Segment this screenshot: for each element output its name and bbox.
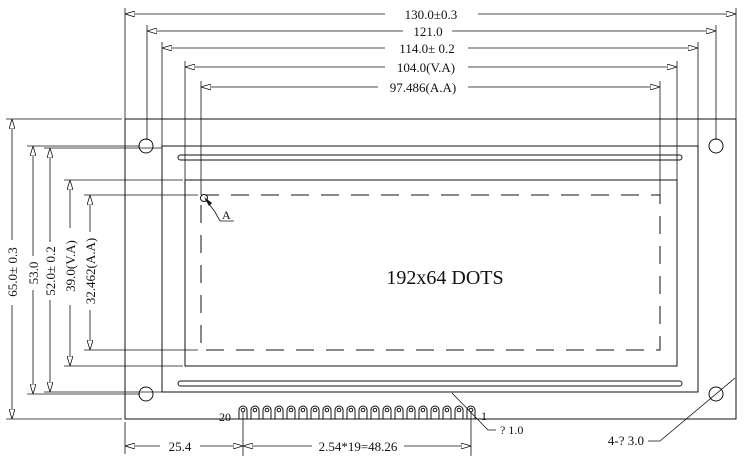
dim-label-53: 53.0 bbox=[26, 262, 41, 285]
dimension-pin-offset: 25.4 bbox=[124, 412, 472, 456]
mounting-hole-note: 4-? 3.0 bbox=[608, 433, 644, 448]
pin bbox=[274, 405, 284, 419]
mounting-holes bbox=[138, 138, 724, 402]
pin bbox=[454, 405, 464, 419]
dimension-view-area-width: 104.0(V.A) bbox=[185, 60, 677, 75]
pin bbox=[466, 405, 476, 419]
dimension-view-area-height: 39.0(V.A) bbox=[63, 180, 78, 366]
dimension-bezel-height: 52.0± 0.2 bbox=[43, 148, 58, 392]
pin bbox=[442, 405, 452, 419]
dimension-hole-pitch-y: 53.0 bbox=[26, 146, 41, 394]
dimension-pin-span: 2.54*19=48.26 bbox=[243, 439, 471, 454]
mounting-hole-top-left bbox=[138, 138, 154, 154]
extension-lines-left bbox=[6, 118, 198, 420]
pin bbox=[262, 405, 272, 419]
mounting-hole-bottom-left bbox=[138, 386, 154, 402]
pin-header bbox=[238, 405, 476, 419]
dimension-bezel-width: 114.0± 0.2 bbox=[162, 41, 698, 56]
pin bbox=[370, 405, 380, 419]
pin bbox=[358, 405, 368, 419]
dim-label-52: 52.0± 0.2 bbox=[43, 246, 58, 295]
pin-hole-leader: ? 1.0 bbox=[451, 392, 523, 437]
pin-hole-note: ? 1.0 bbox=[500, 423, 523, 437]
display-resolution-label: 192x64 DOTS bbox=[386, 267, 503, 289]
dim-label-pin-span: 2.54*19=48.26 bbox=[319, 439, 398, 454]
bottom-slot bbox=[177, 380, 683, 387]
dim-label-114: 114.0± 0.2 bbox=[399, 41, 454, 56]
pin bbox=[322, 405, 332, 419]
pin bbox=[250, 405, 260, 419]
dim-label-65: 65.0± 0.3 bbox=[5, 247, 20, 296]
dim-label-97486: 97.486(A.A) bbox=[390, 80, 456, 95]
dimension-active-area-width: 97.486(A.A) bbox=[201, 80, 660, 95]
pin bbox=[406, 405, 416, 419]
bezel-outline bbox=[161, 145, 699, 393]
dim-label-25-4: 25.4 bbox=[169, 439, 192, 454]
dim-label-39: 39.0(V.A) bbox=[63, 240, 78, 292]
pin bbox=[382, 405, 392, 419]
top-slot bbox=[177, 154, 683, 161]
pin bbox=[238, 405, 248, 419]
pin bbox=[286, 405, 296, 419]
dimension-overall-width: 130.0±0.3 bbox=[125, 7, 736, 22]
detail-marker-a: A bbox=[200, 194, 234, 222]
mounting-hole-top-right bbox=[708, 138, 724, 154]
pin bbox=[418, 405, 428, 419]
pin bbox=[346, 405, 356, 419]
pin bbox=[334, 405, 344, 419]
mounting-hole-bottom-right bbox=[708, 386, 724, 402]
dim-label-130: 130.0±0.3 bbox=[405, 7, 458, 22]
active-area-outline bbox=[200, 194, 661, 351]
dimension-hole-pitch-x: 121.0 bbox=[147, 24, 716, 39]
dim-label-32462: 32.462(A.A) bbox=[83, 238, 98, 304]
pin bbox=[298, 405, 308, 419]
pin bbox=[394, 405, 404, 419]
pin-label-1: 1 bbox=[481, 409, 487, 423]
mounting-hole-leader: 4-? 3.0 bbox=[608, 377, 736, 448]
dim-label-121: 121.0 bbox=[413, 24, 442, 39]
pin bbox=[430, 405, 440, 419]
dim-label-104: 104.0(V.A) bbox=[397, 60, 455, 75]
pin-label-20: 20 bbox=[219, 410, 231, 424]
dimension-overall-height: 65.0± 0.3 bbox=[5, 119, 20, 419]
dimension-active-area-height: 32.462(A.A) bbox=[83, 195, 98, 350]
pin bbox=[310, 405, 320, 419]
view-area-outline bbox=[184, 179, 678, 367]
detail-label-a: A bbox=[222, 208, 231, 222]
